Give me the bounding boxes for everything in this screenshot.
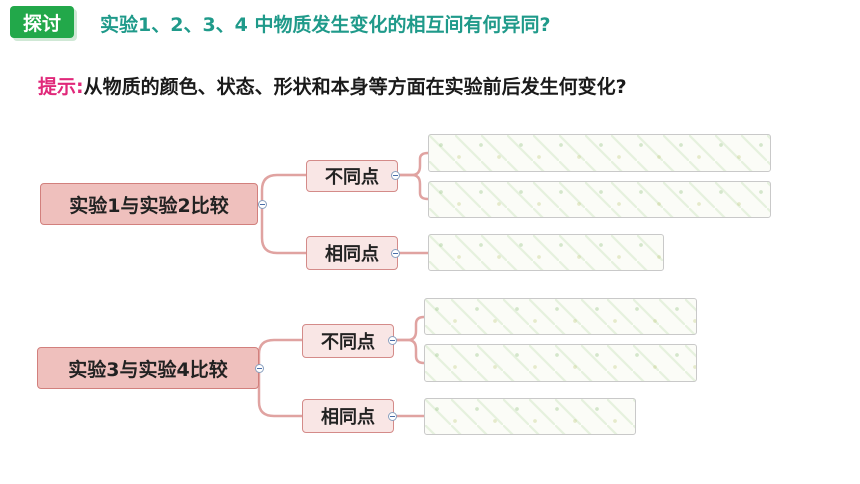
same-node-1[interactable]: 相同点: [306, 236, 398, 270]
connector-root1-same: [260, 202, 308, 255]
answer-blank-2-diff-a[interactable]: [424, 298, 697, 335]
connector-root2-diff: [257, 338, 304, 370]
connector-diff2-blank1: [394, 315, 426, 342]
connector-diff1-blank1: [398, 151, 430, 177]
section-badge: 探讨: [10, 6, 74, 38]
same-node-2[interactable]: 相同点: [302, 399, 394, 433]
diff-node-2[interactable]: 不同点: [302, 324, 394, 358]
hint-label: 提示:: [38, 76, 84, 98]
root-node-1[interactable]: 实验1与实验2比较: [40, 183, 258, 225]
collapse-toggle-same1[interactable]: [391, 249, 400, 258]
collapse-toggle-same2[interactable]: [388, 412, 397, 421]
answer-blank-1-diff-a[interactable]: [428, 134, 771, 172]
connector-root1-diff: [260, 173, 308, 206]
answer-blank-1-diff-b[interactable]: [428, 181, 771, 218]
answer-blank-2-diff-b[interactable]: [424, 344, 697, 382]
connector-diff1-blank2: [398, 173, 430, 201]
hint-line: 提示:从物质的颜色、状态、形状和本身等方面在实验前后发生何变化?: [38, 72, 627, 99]
answer-blank-2-same[interactable]: [424, 398, 636, 435]
collapse-toggle-diff1[interactable]: [391, 171, 400, 180]
answer-blank-1-same[interactable]: [428, 234, 664, 271]
collapse-toggle-diff2[interactable]: [388, 336, 397, 345]
hint-text: 从物质的颜色、状态、形状和本身等方面在实验前后发生何变化?: [83, 76, 627, 98]
root-node-2[interactable]: 实验3与实验4比较: [37, 347, 259, 389]
diff-node-1[interactable]: 不同点: [306, 160, 398, 192]
collapse-toggle-root2[interactable]: [255, 364, 264, 373]
collapse-toggle-root1[interactable]: [258, 200, 267, 209]
connector-diff2-blank2: [394, 338, 426, 365]
connector-root2-same: [257, 366, 304, 418]
page-title: 实验1、2、3、4 中物质发生变化的相互间有何异同?: [100, 14, 551, 36]
